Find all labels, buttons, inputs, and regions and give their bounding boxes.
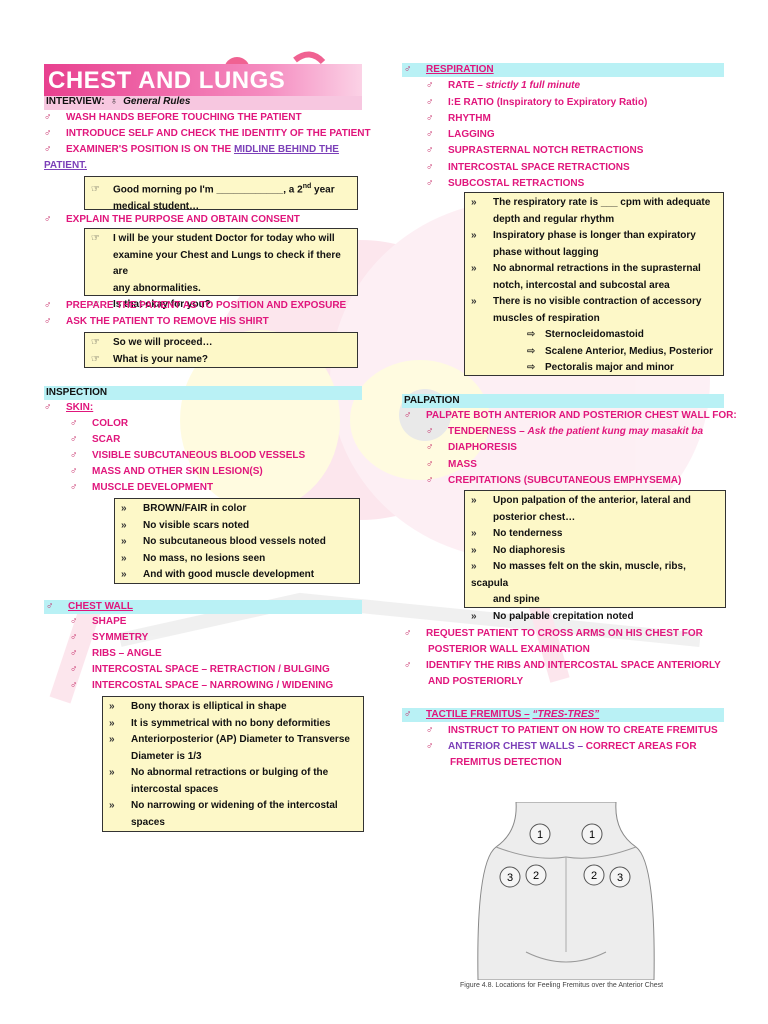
list-item: ♂I:E RATIO (Inspiratory to Expiratory Ra…	[426, 97, 648, 108]
list-item: ♂TENDERNESS – Ask the patient kung may m…	[426, 426, 704, 437]
list-item: ♂INTERCOSTAL SPACE – NARROWING / WIDENIN…	[70, 680, 334, 691]
figure-caption: Figure 4.8. Locations for Feeling Fremit…	[460, 982, 664, 989]
list-item: ♂INTERCOSTAL SPACE – RETRACTION / BULGIN…	[70, 664, 330, 675]
page-title: CHEST AND LUNGS	[48, 67, 286, 94]
fremitus-label: 1	[589, 829, 595, 841]
list-item: ♂COLOR	[70, 418, 129, 429]
list-item: ♂RIBS – ANGLE	[70, 648, 162, 659]
list-item: ♂RATE – strictly 1 full minute	[426, 80, 581, 91]
list-item-continuation: POSTERIOR WALL EXAMINATION	[428, 644, 590, 655]
fremitus-label: 1	[537, 829, 543, 841]
list-item: ♂WASH HANDS BEFORE TOUCHING THE PATIENT	[44, 112, 302, 123]
fremitus-label: 2	[533, 870, 539, 882]
list-item: ♂PREPARE THE PATIENT AS TO POSITION AND …	[44, 300, 347, 311]
list-item: ♂LAGGING	[426, 129, 495, 140]
title-banner: CHEST AND LUNGS	[44, 64, 362, 96]
fremitus-label: 3	[617, 872, 623, 884]
fremitus-label: 3	[507, 872, 513, 884]
list-item: ♂INTERCOSTAL SPACE RETRACTIONS	[426, 162, 630, 173]
list-item: ♂INSTRUCT TO PATIENT ON HOW TO CREATE FR…	[426, 725, 718, 736]
script-box-consent: ☞I will be your student Doctor for today…	[84, 228, 358, 310]
findings-box-skin: »BROWN/FAIR in color »No visible scars n…	[114, 498, 360, 584]
list-item: ♂DIAPHORESIS	[426, 442, 517, 453]
list-item: ♂EXPLAIN THE PURPOSE AND OBTAIN CONSENT	[44, 214, 300, 225]
list-item: ♂REQUEST PATIENT TO CROSS ARMS ON HIS CH…	[404, 628, 703, 639]
list-item: ♂MASS AND OTHER SKIN LESION(S)	[70, 466, 263, 477]
list-item-continuation: FREMITUS DETECTION	[450, 757, 562, 768]
list-item-continuation: AND POSTERIORLY	[428, 676, 524, 687]
fremitus-label: 2	[591, 870, 597, 882]
list-item: ♂CREPITATIONS (SUBCUTANEOUS EMPHYSEMA)	[426, 475, 682, 486]
list-item: ♂MUSCLE DEVELOPMENT	[70, 482, 214, 493]
list-item: ♂MASS	[426, 459, 477, 470]
inspection-header: INSPECTION	[44, 386, 362, 400]
list-item: ♂SKIN:	[44, 402, 94, 413]
script-box-greeting: ☞Good morning po I'm ____________, a 2nd…	[84, 176, 358, 212]
list-item: ♂VISIBLE SUBCUTANEOUS BLOOD VESSELS	[70, 450, 306, 461]
findings-box-chest-wall: »Bony thorax is elliptical in shape »It …	[102, 696, 364, 832]
list-item: ♂SUBCOSTAL RETRACTIONS	[426, 178, 585, 189]
fremitus-header: ♂TACTILE FREMITUS – “TRES-TRES”	[402, 708, 724, 722]
list-item: ♂INTRODUCE SELF AND CHECK THE IDENTITY O…	[44, 128, 371, 139]
list-item: ♂ASK THE PATIENT TO REMOVE HIS SHIRT	[44, 316, 269, 327]
anterior-chest-figure: 1 1 3 2 2 3	[477, 802, 655, 980]
respiration-header: ♂RESPIRATION	[402, 63, 724, 77]
list-item: ♂IDENTIFY THE RIBS AND INTERCOSTAL SPACE…	[404, 660, 721, 671]
list-item: ♂ANTERIOR CHEST WALLS – CORRECT AREAS FO…	[426, 741, 697, 752]
findings-box-respiration: »The respiratory rate is ___ cpm with ad…	[464, 192, 724, 376]
list-item: ♂SYMMETRY	[70, 632, 149, 643]
script-box-proceed: ☞So we will proceed… ☞What is your name?	[84, 332, 358, 368]
list-item: ♂RHYTHM	[426, 113, 491, 124]
chest-wall-header: ♂CHEST WALL	[44, 600, 362, 614]
list-item: ♂EXAMINER'S POSITION IS ON THE MIDLINE B…	[44, 144, 339, 171]
list-item: ♂SHAPE	[70, 616, 127, 627]
list-item: ♂PALPATE BOTH ANTERIOR AND POSTERIOR CHE…	[404, 410, 737, 421]
palpation-header: PALPATION	[402, 394, 724, 408]
interview-header: INTERVIEW: ♁ General Rules	[44, 96, 362, 110]
list-item: ♂SCAR	[70, 434, 121, 445]
findings-box-palpation: »Upon palpation of the anterior, lateral…	[464, 490, 726, 622]
list-item: ♂SUPRASTERNAL NOTCH RETRACTIONS	[426, 145, 644, 156]
